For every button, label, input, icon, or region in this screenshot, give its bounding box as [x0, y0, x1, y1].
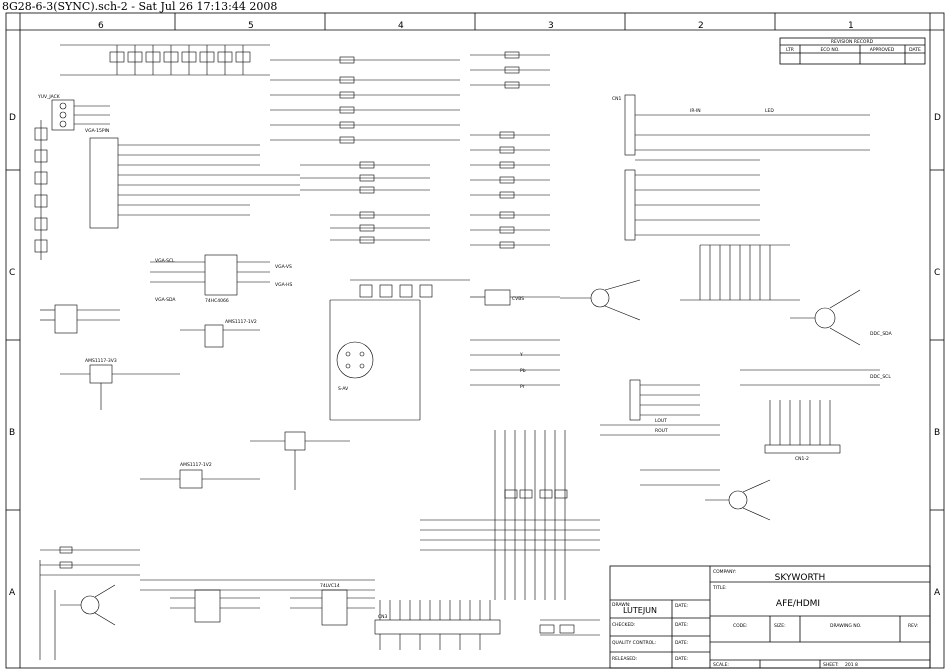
component-label: YUV_JACK — [37, 94, 61, 100]
ic-u5 — [290, 589, 375, 626]
component-label: AMS1117-1V2 — [180, 462, 212, 468]
net-label: Pr — [520, 384, 525, 390]
connector-cn1-2 — [629, 379, 700, 421]
column-label: 4 — [398, 21, 404, 31]
row-label: B — [934, 428, 940, 438]
title-label: TITLE: — [712, 585, 727, 591]
svideo-connector — [329, 299, 421, 421]
net-label: ROUT — [655, 428, 668, 434]
ic-u2 — [180, 324, 260, 348]
size-label: SIZE: — [774, 623, 786, 629]
hdmi-connector — [374, 600, 501, 650]
border-frame — [5, 12, 945, 669]
component-label: CN1 — [612, 96, 622, 102]
adc-input-network — [470, 51, 550, 249]
date-label: DATE: — [675, 603, 688, 609]
voltage-regulator-2 — [250, 431, 350, 490]
date-label: DATE: — [675, 656, 688, 662]
net-label: Y — [519, 352, 523, 358]
released-label: RELEASED: — [612, 656, 637, 662]
net-label: VGA-SDA — [155, 297, 176, 303]
net-label: LED — [765, 108, 774, 114]
output-resistor-network — [270, 56, 460, 244]
voltage-regulator-1 — [60, 364, 180, 410]
date-label: DATE: — [675, 622, 688, 628]
revision-record-table: REVISION RECORD LTR ECO NO. APPROVED DAT… — [779, 37, 926, 65]
drawing-number-label: DRAWING NO. — [830, 623, 861, 629]
column-label: 2 — [698, 21, 704, 31]
cvbs-section — [470, 289, 560, 386]
row-label: C — [934, 268, 940, 278]
transistor-q1 — [560, 279, 641, 321]
ic-u4 — [170, 589, 260, 623]
row-label: D — [9, 113, 16, 123]
net-label: DDC_SDA — [870, 331, 893, 337]
column-label: 6 — [98, 21, 104, 31]
net-label: VGA-VS — [275, 264, 292, 270]
net-label: CVBS — [512, 296, 524, 302]
row-label: A — [934, 588, 941, 598]
rev-label: REV: — [908, 623, 918, 629]
component-label: VGA-15PIN — [85, 128, 109, 134]
code-label: CODE: — [733, 623, 748, 629]
drawn-by: LUTEJUN — [623, 606, 657, 615]
window-title: 8G28-6-3(SYNC).sch-2 - Sat Jul 26 17:13:… — [2, 0, 278, 13]
ddc-wiring — [539, 424, 720, 636]
eeprom-ic — [40, 304, 120, 334]
company-label: COMPANY: — [713, 569, 736, 575]
input-diode-array — [60, 44, 270, 76]
company-name: SKYWORTH — [775, 573, 826, 583]
component-label: CN1-2 — [795, 456, 809, 462]
date-label: DATE: — [675, 640, 688, 646]
component-label: S-AV — [338, 386, 349, 392]
column-label: 5 — [248, 21, 254, 31]
row-label: B — [9, 428, 15, 438]
sheet-number: 201 8 — [845, 662, 858, 668]
connector-cn3 — [740, 369, 880, 454]
drawn-label: DRAWN: — [612, 602, 631, 608]
row-label: D — [934, 113, 941, 123]
connector-cn1 — [624, 94, 870, 301]
column-label: 3 — [548, 21, 554, 31]
revision-header: ECO NO. — [820, 47, 839, 53]
vga-connector — [89, 137, 300, 229]
drawing-title: AFE/HDMI — [776, 599, 820, 609]
esd-diodes — [34, 120, 48, 260]
yuv-jack-connector — [51, 99, 110, 131]
revision-header: DATE — [909, 47, 921, 53]
hdmi-bus-lines — [420, 430, 600, 600]
component-label: 74HC4066 — [205, 298, 229, 304]
transistor-q2 — [790, 289, 861, 346]
net-label: VGA-HS — [275, 282, 293, 288]
component-label: AMS1117-1V2 — [225, 319, 257, 325]
component-label: CN3 — [378, 614, 388, 620]
title-block: COMPANY: SKYWORTH TITLE: AFE/HDMI DRAWN:… — [609, 565, 931, 669]
column-label: 1 — [848, 21, 854, 31]
row-label: A — [9, 588, 16, 598]
net-label: IR-IN — [690, 108, 701, 114]
net-label: Pb — [520, 368, 526, 374]
quality-control-label: QUALITY CONTROL: — [612, 640, 656, 646]
transistor-q4 — [705, 479, 771, 521]
net-label: DDC_SCL — [870, 374, 891, 380]
net-label: LOUT — [655, 418, 667, 424]
sheet-label: SHEET: — [823, 662, 839, 668]
component-label: AMS1117-3V3 — [85, 358, 117, 364]
revision-header: APPROVED — [870, 47, 895, 53]
transistor-q3 — [60, 584, 116, 626]
ic-u1 — [150, 254, 270, 296]
revision-header: LTR — [786, 47, 794, 53]
bottom-left-wiring — [39, 546, 375, 660]
row-label: C — [9, 268, 15, 278]
voltage-regulator-3 — [140, 469, 260, 489]
component-label: 74LVC14 — [320, 583, 340, 589]
svideo-protection-diodes — [350, 279, 470, 298]
net-label: VGA-SCL — [155, 258, 175, 264]
revision-record-title: REVISION RECORD — [831, 39, 874, 45]
scale-label: SCALE: — [713, 662, 729, 668]
checked-label: CHECKED: — [612, 622, 635, 628]
